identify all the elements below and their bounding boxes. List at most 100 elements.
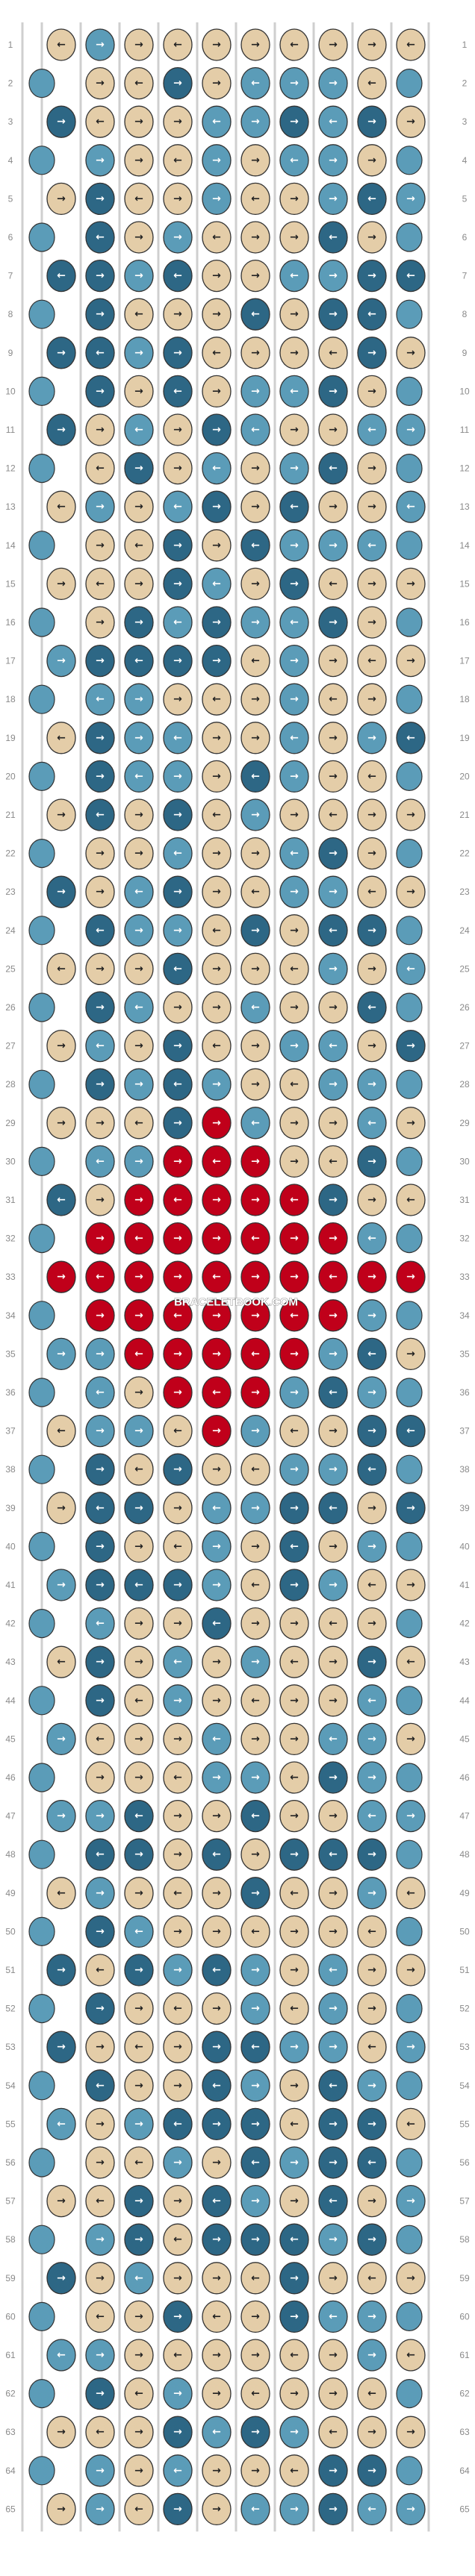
knot[interactable]: → [85, 875, 115, 908]
knot[interactable]: → [163, 413, 193, 446]
knot[interactable]: ← [318, 798, 348, 831]
knot[interactable]: → [240, 2223, 270, 2256]
knot[interactable]: → [279, 991, 309, 1024]
knot[interactable]: → [85, 413, 115, 446]
knot[interactable]: → [202, 1414, 232, 1448]
knot[interactable]: → [318, 1337, 348, 1371]
knot[interactable]: → [85, 1569, 115, 1601]
knot[interactable]: → [318, 2031, 348, 2063]
knot[interactable]: → [357, 2223, 387, 2256]
knot[interactable]: → [240, 1992, 270, 2025]
knot[interactable]: → [357, 1492, 387, 1525]
knot[interactable]: → [124, 337, 154, 369]
knot[interactable]: ← [85, 451, 115, 485]
knot[interactable]: → [163, 2184, 193, 2218]
knot[interactable]: → [46, 1954, 76, 1986]
knot[interactable]: → [124, 490, 154, 523]
knot[interactable]: ← [357, 875, 387, 908]
knot[interactable]: → [85, 606, 115, 639]
knot[interactable]: → [46, 182, 76, 216]
knot[interactable]: ← [279, 952, 309, 986]
knot[interactable]: → [318, 760, 348, 793]
knot[interactable]: ← [124, 298, 154, 331]
knot[interactable]: → [163, 567, 193, 601]
knot[interactable]: ← [124, 66, 154, 100]
knot[interactable]: → [357, 1722, 387, 1756]
knot[interactable]: → [240, 837, 270, 870]
knot[interactable]: ← [318, 105, 348, 138]
knot[interactable]: ← [240, 2377, 270, 2410]
knot[interactable]: → [85, 722, 115, 754]
knot[interactable]: ← [318, 914, 348, 947]
knot[interactable]: ← [163, 1184, 193, 1216]
knot[interactable]: → [318, 529, 348, 562]
knot[interactable]: → [396, 1954, 426, 1986]
knot[interactable]: → [124, 683, 154, 716]
knot[interactable]: ← [124, 182, 154, 216]
knot[interactable]: → [46, 1260, 76, 1293]
knot[interactable]: → [202, 606, 232, 639]
knot[interactable]: ← [318, 567, 348, 601]
knot[interactable]: → [357, 2184, 387, 2218]
knot[interactable]: → [318, 1645, 348, 1678]
knot[interactable]: ← [279, 1645, 309, 1678]
knot[interactable]: → [163, 1376, 193, 1409]
knot[interactable]: → [85, 2454, 115, 2487]
knot[interactable]: → [202, 28, 232, 61]
knot[interactable]: ← [396, 2339, 426, 2372]
knot[interactable]: → [279, 644, 309, 678]
knot[interactable]: → [318, 1107, 348, 1139]
knot[interactable]: → [124, 1145, 154, 1178]
knot[interactable]: ← [396, 722, 426, 754]
knot[interactable]: → [318, 2377, 348, 2410]
knot[interactable]: → [124, 105, 154, 138]
knot[interactable]: ← [357, 1799, 387, 1833]
knot[interactable]: ← [357, 2492, 387, 2526]
knot[interactable]: → [240, 1145, 270, 1178]
knot[interactable]: → [85, 1337, 115, 1371]
knot[interactable]: ← [46, 259, 76, 293]
knot[interactable]: → [396, 1492, 426, 1525]
knot[interactable]: → [46, 1107, 76, 1139]
knot[interactable]: ← [46, 1414, 76, 1448]
knot[interactable]: → [163, 798, 193, 831]
knot[interactable]: ← [163, 837, 193, 870]
knot[interactable]: → [124, 2107, 154, 2141]
knot[interactable]: → [124, 1530, 154, 1563]
knot[interactable]: → [163, 991, 193, 1024]
knot[interactable]: ← [357, 2031, 387, 2063]
knot[interactable]: ← [357, 1453, 387, 1486]
knot[interactable]: → [318, 2146, 348, 2179]
knot[interactable]: → [357, 1299, 387, 1332]
knot[interactable]: → [318, 1761, 348, 1794]
knot[interactable]: → [279, 66, 309, 100]
knot[interactable]: ← [46, 28, 76, 61]
knot[interactable]: ← [85, 1492, 115, 1525]
knot[interactable]: → [163, 2492, 193, 2526]
knot[interactable]: → [279, 1492, 309, 1525]
knot[interactable]: → [279, 1029, 309, 1063]
knot[interactable]: ← [202, 2069, 232, 2102]
knot[interactable]: → [357, 144, 387, 177]
knot[interactable]: → [124, 1492, 154, 1525]
knot[interactable]: ← [85, 1260, 115, 1293]
knot[interactable]: → [85, 1068, 115, 1101]
knot[interactable]: → [85, 1530, 115, 1563]
knot[interactable]: ← [124, 1915, 154, 1948]
knot[interactable]: → [318, 606, 348, 639]
knot[interactable]: ← [85, 337, 115, 369]
knot[interactable]: ← [85, 2069, 115, 2102]
knot[interactable]: ← [202, 451, 232, 485]
knot[interactable]: → [85, 259, 115, 293]
knot[interactable]: ← [357, 66, 387, 100]
knot[interactable]: → [85, 529, 115, 562]
knot[interactable]: → [396, 413, 426, 446]
knot[interactable]: ← [357, 1107, 387, 1139]
knot[interactable]: ← [46, 1184, 76, 1216]
knot[interactable]: → [85, 760, 115, 793]
knot[interactable]: → [124, 1184, 154, 1216]
knot[interactable]: → [396, 2262, 426, 2295]
knot[interactable]: ← [279, 1414, 309, 1448]
knot[interactable]: → [202, 1877, 232, 1910]
knot[interactable]: → [240, 2300, 270, 2333]
